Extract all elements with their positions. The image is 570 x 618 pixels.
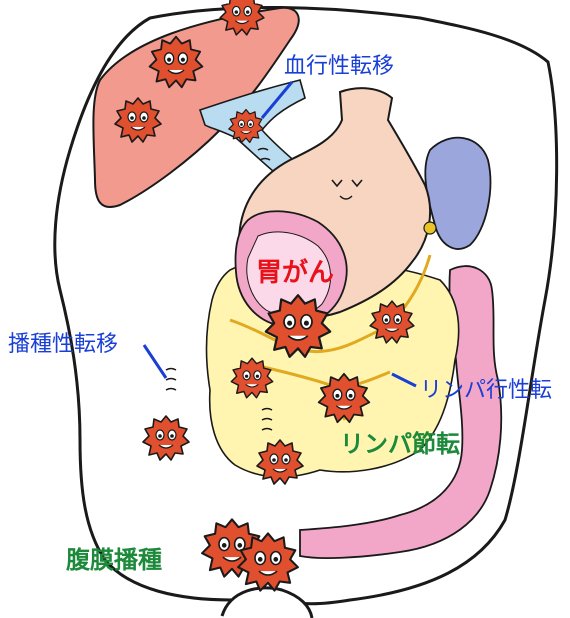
- label-lymph-node: リンパ節転: [340, 424, 460, 459]
- lymph-node-icon: [424, 222, 436, 234]
- pelvis-arc: [222, 588, 312, 618]
- label-dissemination: 播種性転移: [8, 326, 118, 358]
- label-peritoneal: 腹膜播種: [66, 540, 162, 575]
- label-lymphogenous: リンパ行性転: [420, 372, 552, 404]
- label-gastric-cancer: 胃がん: [256, 252, 334, 289]
- label-hematogenous: 血行性転移: [284, 48, 394, 80]
